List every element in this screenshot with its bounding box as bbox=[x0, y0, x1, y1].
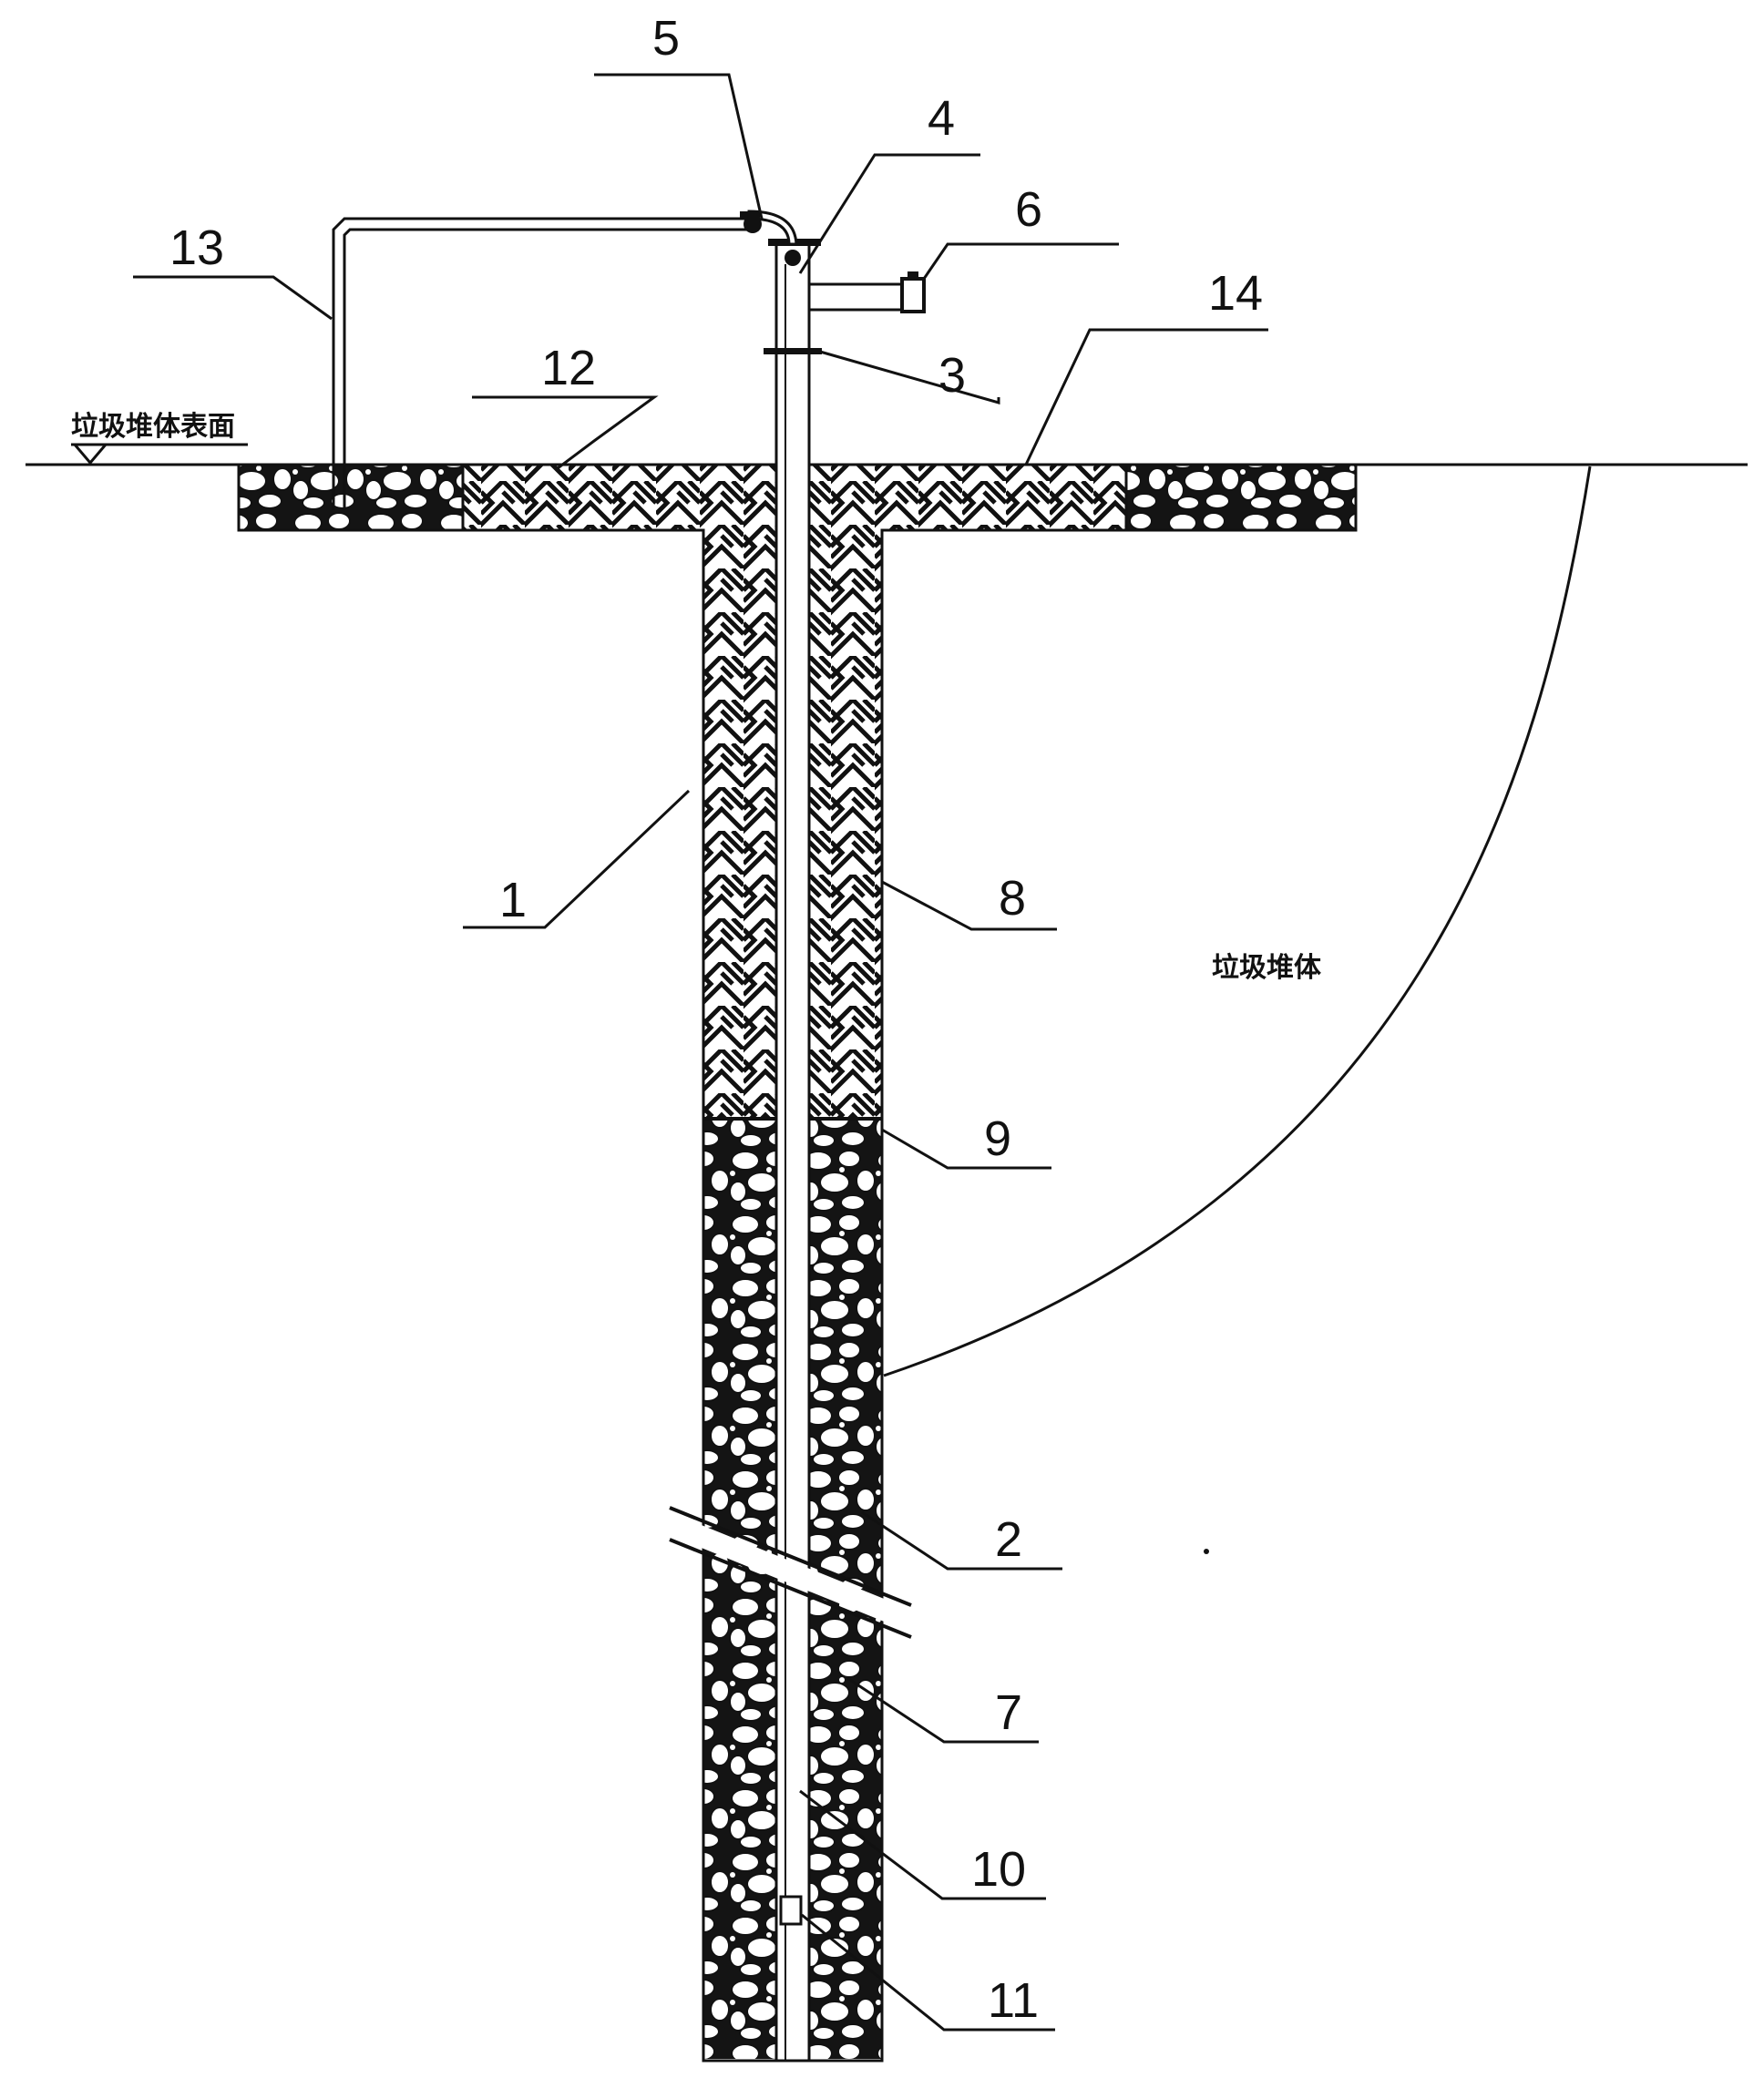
callout-10: 10 bbox=[971, 1842, 1026, 1897]
valve-5-body bbox=[744, 215, 762, 233]
valve-5-stem bbox=[740, 211, 760, 219]
callout-1: 1 bbox=[499, 873, 527, 927]
sensor-block bbox=[779, 1895, 803, 1926]
callout-5: 5 bbox=[652, 11, 680, 66]
side-valve-handle bbox=[908, 271, 918, 281]
cap-fitting bbox=[785, 250, 801, 266]
callout-11: 11 bbox=[988, 1973, 1039, 2028]
landfill-boundary-curve bbox=[883, 466, 1592, 1377]
elevation-marker-icon bbox=[71, 443, 109, 466]
side-valve bbox=[900, 277, 926, 313]
side-pipe bbox=[809, 282, 906, 312]
callout-12: 12 bbox=[541, 341, 596, 395]
callout-2: 2 bbox=[995, 1512, 1022, 1567]
stray-dot bbox=[1204, 1549, 1209, 1554]
gravel-layer-left bbox=[237, 463, 465, 532]
callout-7: 7 bbox=[995, 1685, 1022, 1740]
gravel-layer-right bbox=[1124, 463, 1358, 532]
callout-4: 4 bbox=[928, 91, 955, 146]
gas-pipe-outer bbox=[332, 217, 749, 510]
landfill-label: 垃圾堆体 bbox=[1212, 952, 1322, 984]
callout-leaders bbox=[133, 73, 1268, 2032]
gas-pipe-inner bbox=[343, 228, 749, 510]
callout-13: 13 bbox=[169, 220, 224, 275]
flange bbox=[764, 348, 822, 354]
callout-6: 6 bbox=[1015, 182, 1042, 237]
callout-14: 14 bbox=[1208, 266, 1263, 321]
callout-9: 9 bbox=[984, 1111, 1011, 1166]
callout-3: 3 bbox=[938, 348, 966, 403]
well-pipe bbox=[774, 242, 811, 2063]
callout-8: 8 bbox=[999, 871, 1026, 926]
break-gap bbox=[670, 1512, 911, 1633]
break-mark bbox=[669, 1506, 912, 1639]
surface-label: 垃圾堆体表面 bbox=[71, 411, 235, 443]
